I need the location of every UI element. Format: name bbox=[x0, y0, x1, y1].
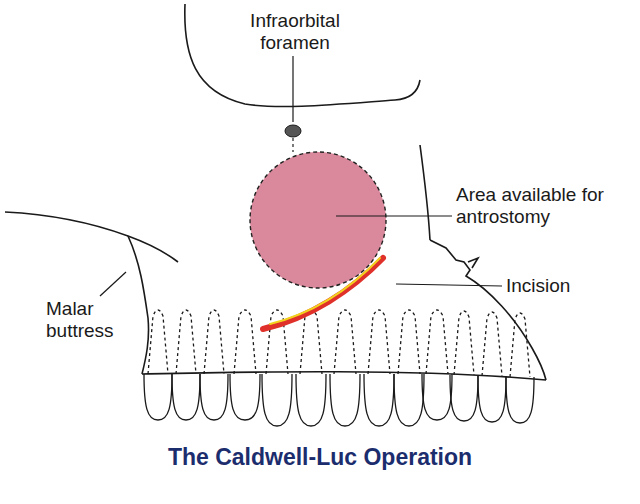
alveolar-margin bbox=[142, 372, 546, 380]
tooth-root bbox=[300, 310, 322, 374]
part-label: Malar buttress bbox=[46, 298, 146, 342]
malar-buttress bbox=[128, 236, 149, 374]
tooth-root bbox=[176, 310, 196, 374]
tooth-crown bbox=[296, 374, 326, 426]
tooth-root bbox=[204, 310, 224, 374]
foramen-dashed-line bbox=[292, 138, 293, 152]
incision-highlight bbox=[270, 258, 380, 324]
tooth-crown bbox=[144, 374, 172, 420]
tooth-crown bbox=[478, 376, 506, 422]
tooth-crown bbox=[394, 374, 424, 426]
infraorbital-foramen bbox=[285, 125, 301, 137]
part-label: Infraorbital foramen bbox=[230, 10, 360, 54]
tooth-crown bbox=[230, 374, 260, 420]
antrostomy-area bbox=[250, 152, 386, 288]
incision-line bbox=[263, 258, 383, 329]
leader-line bbox=[396, 284, 502, 286]
tooth-root bbox=[454, 311, 474, 375]
tooth-root bbox=[334, 310, 356, 374]
leader-line bbox=[336, 215, 452, 216]
tooth-crown bbox=[364, 374, 394, 426]
tooth-crown bbox=[330, 374, 360, 426]
nasal-outline bbox=[420, 145, 430, 240]
tooth-crown bbox=[506, 377, 534, 423]
nasal-outline bbox=[468, 258, 478, 268]
nasal-outline bbox=[430, 240, 546, 380]
diagram-title: The Caldwell-Luc Operation bbox=[168, 444, 472, 471]
part-label: Area available for antrostomy bbox=[456, 184, 636, 228]
tooth-crown bbox=[262, 374, 292, 426]
tooth-crown bbox=[450, 375, 478, 421]
leader-line bbox=[292, 56, 293, 122]
zygoma-outline bbox=[5, 212, 178, 262]
callout-label: Incision bbox=[506, 275, 606, 297]
tooth-crown bbox=[422, 374, 452, 420]
orbit-rim bbox=[185, 4, 420, 107]
tooth-root bbox=[234, 310, 256, 374]
tooth-root bbox=[148, 310, 168, 374]
tooth-root bbox=[426, 310, 448, 374]
leader-line bbox=[100, 272, 126, 296]
tooth-crown bbox=[200, 374, 228, 420]
tooth-root bbox=[368, 310, 390, 374]
tooth-root bbox=[510, 313, 530, 377]
tooth-root bbox=[482, 312, 502, 376]
tooth-root bbox=[398, 310, 420, 374]
tooth-crown bbox=[172, 374, 200, 420]
